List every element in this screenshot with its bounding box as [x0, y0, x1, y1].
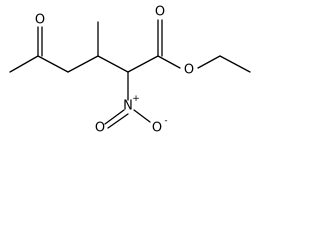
nitro-oxygen-right-label: O	[152, 121, 162, 136]
bond-c5-c6	[127, 55, 159, 73]
nitro-oxygen-left-label: O	[95, 121, 105, 136]
bond-c6-o-ester	[157, 55, 181, 69]
nitro-nitrogen-label: N	[123, 99, 133, 114]
ketone-oxygen-label: O	[35, 13, 45, 28]
ester-oxygen-label: O	[184, 63, 194, 78]
bond-c4-c5	[97, 55, 129, 73]
bond-n-o-right	[133, 109, 151, 123]
structure-diagram: O O O N + O O -	[9, 5, 251, 136]
bond-o-ester-ch2	[197, 55, 221, 69]
bond-n-o-left	[104, 109, 125, 125]
bond-n-o-left-2	[107, 113, 129, 129]
bond-c1-c2	[9, 55, 39, 73]
bond-c2-c3	[37, 55, 69, 73]
carbonyl-oxygen-label: O	[155, 5, 165, 20]
bond-ch2-ch3	[219, 55, 251, 73]
nitro-nitrogen-charge: +	[132, 94, 140, 104]
nitro-oxygen-right-charge: -	[164, 116, 167, 126]
bond-c3-c4	[67, 55, 99, 73]
